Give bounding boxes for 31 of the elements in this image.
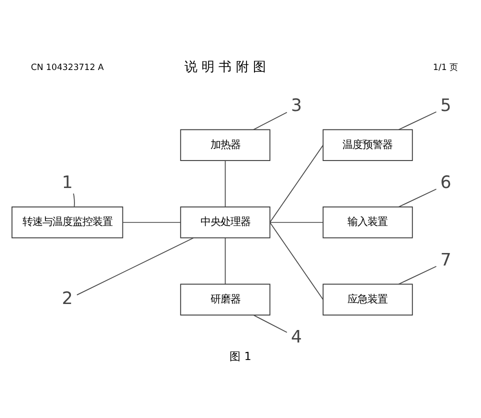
- connector: [73, 192, 75, 207]
- connector: [269, 221, 324, 222]
- connector: [398, 188, 437, 207]
- node-box: 输入装置: [322, 206, 413, 238]
- node-text: 6: [440, 172, 452, 193]
- node-box: 应急装置: [322, 283, 413, 315]
- label: 1/1 页: [433, 62, 459, 73]
- connector: [253, 111, 288, 130]
- node-box: 中央处理器: [180, 206, 270, 238]
- connector: [253, 314, 288, 332]
- connector: [269, 221, 324, 300]
- connector: [122, 221, 182, 222]
- label: CN 104323712 A: [30, 62, 104, 73]
- node-box: 温度预警器: [322, 128, 413, 161]
- node-text: 5: [440, 95, 452, 116]
- node-text: 7: [440, 250, 452, 270]
- node-box: 研磨器: [180, 283, 270, 315]
- node-text: 1: [62, 172, 73, 193]
- connector: [76, 237, 194, 295]
- connector: [269, 144, 324, 222]
- node-box: 加热器: [180, 128, 270, 161]
- node-text: 2: [62, 288, 73, 308]
- connector: [224, 160, 226, 207]
- caption: 图 1: [230, 350, 252, 363]
- connector: [398, 265, 437, 284]
- diagram-title: 说 明 书 附 图: [184, 59, 266, 74]
- node-text: 3: [291, 95, 302, 116]
- node-box: 转速与温度监控装置: [12, 206, 124, 238]
- connector: [224, 236, 226, 284]
- connector: [398, 110, 437, 130]
- node-text: 4: [291, 327, 302, 348]
